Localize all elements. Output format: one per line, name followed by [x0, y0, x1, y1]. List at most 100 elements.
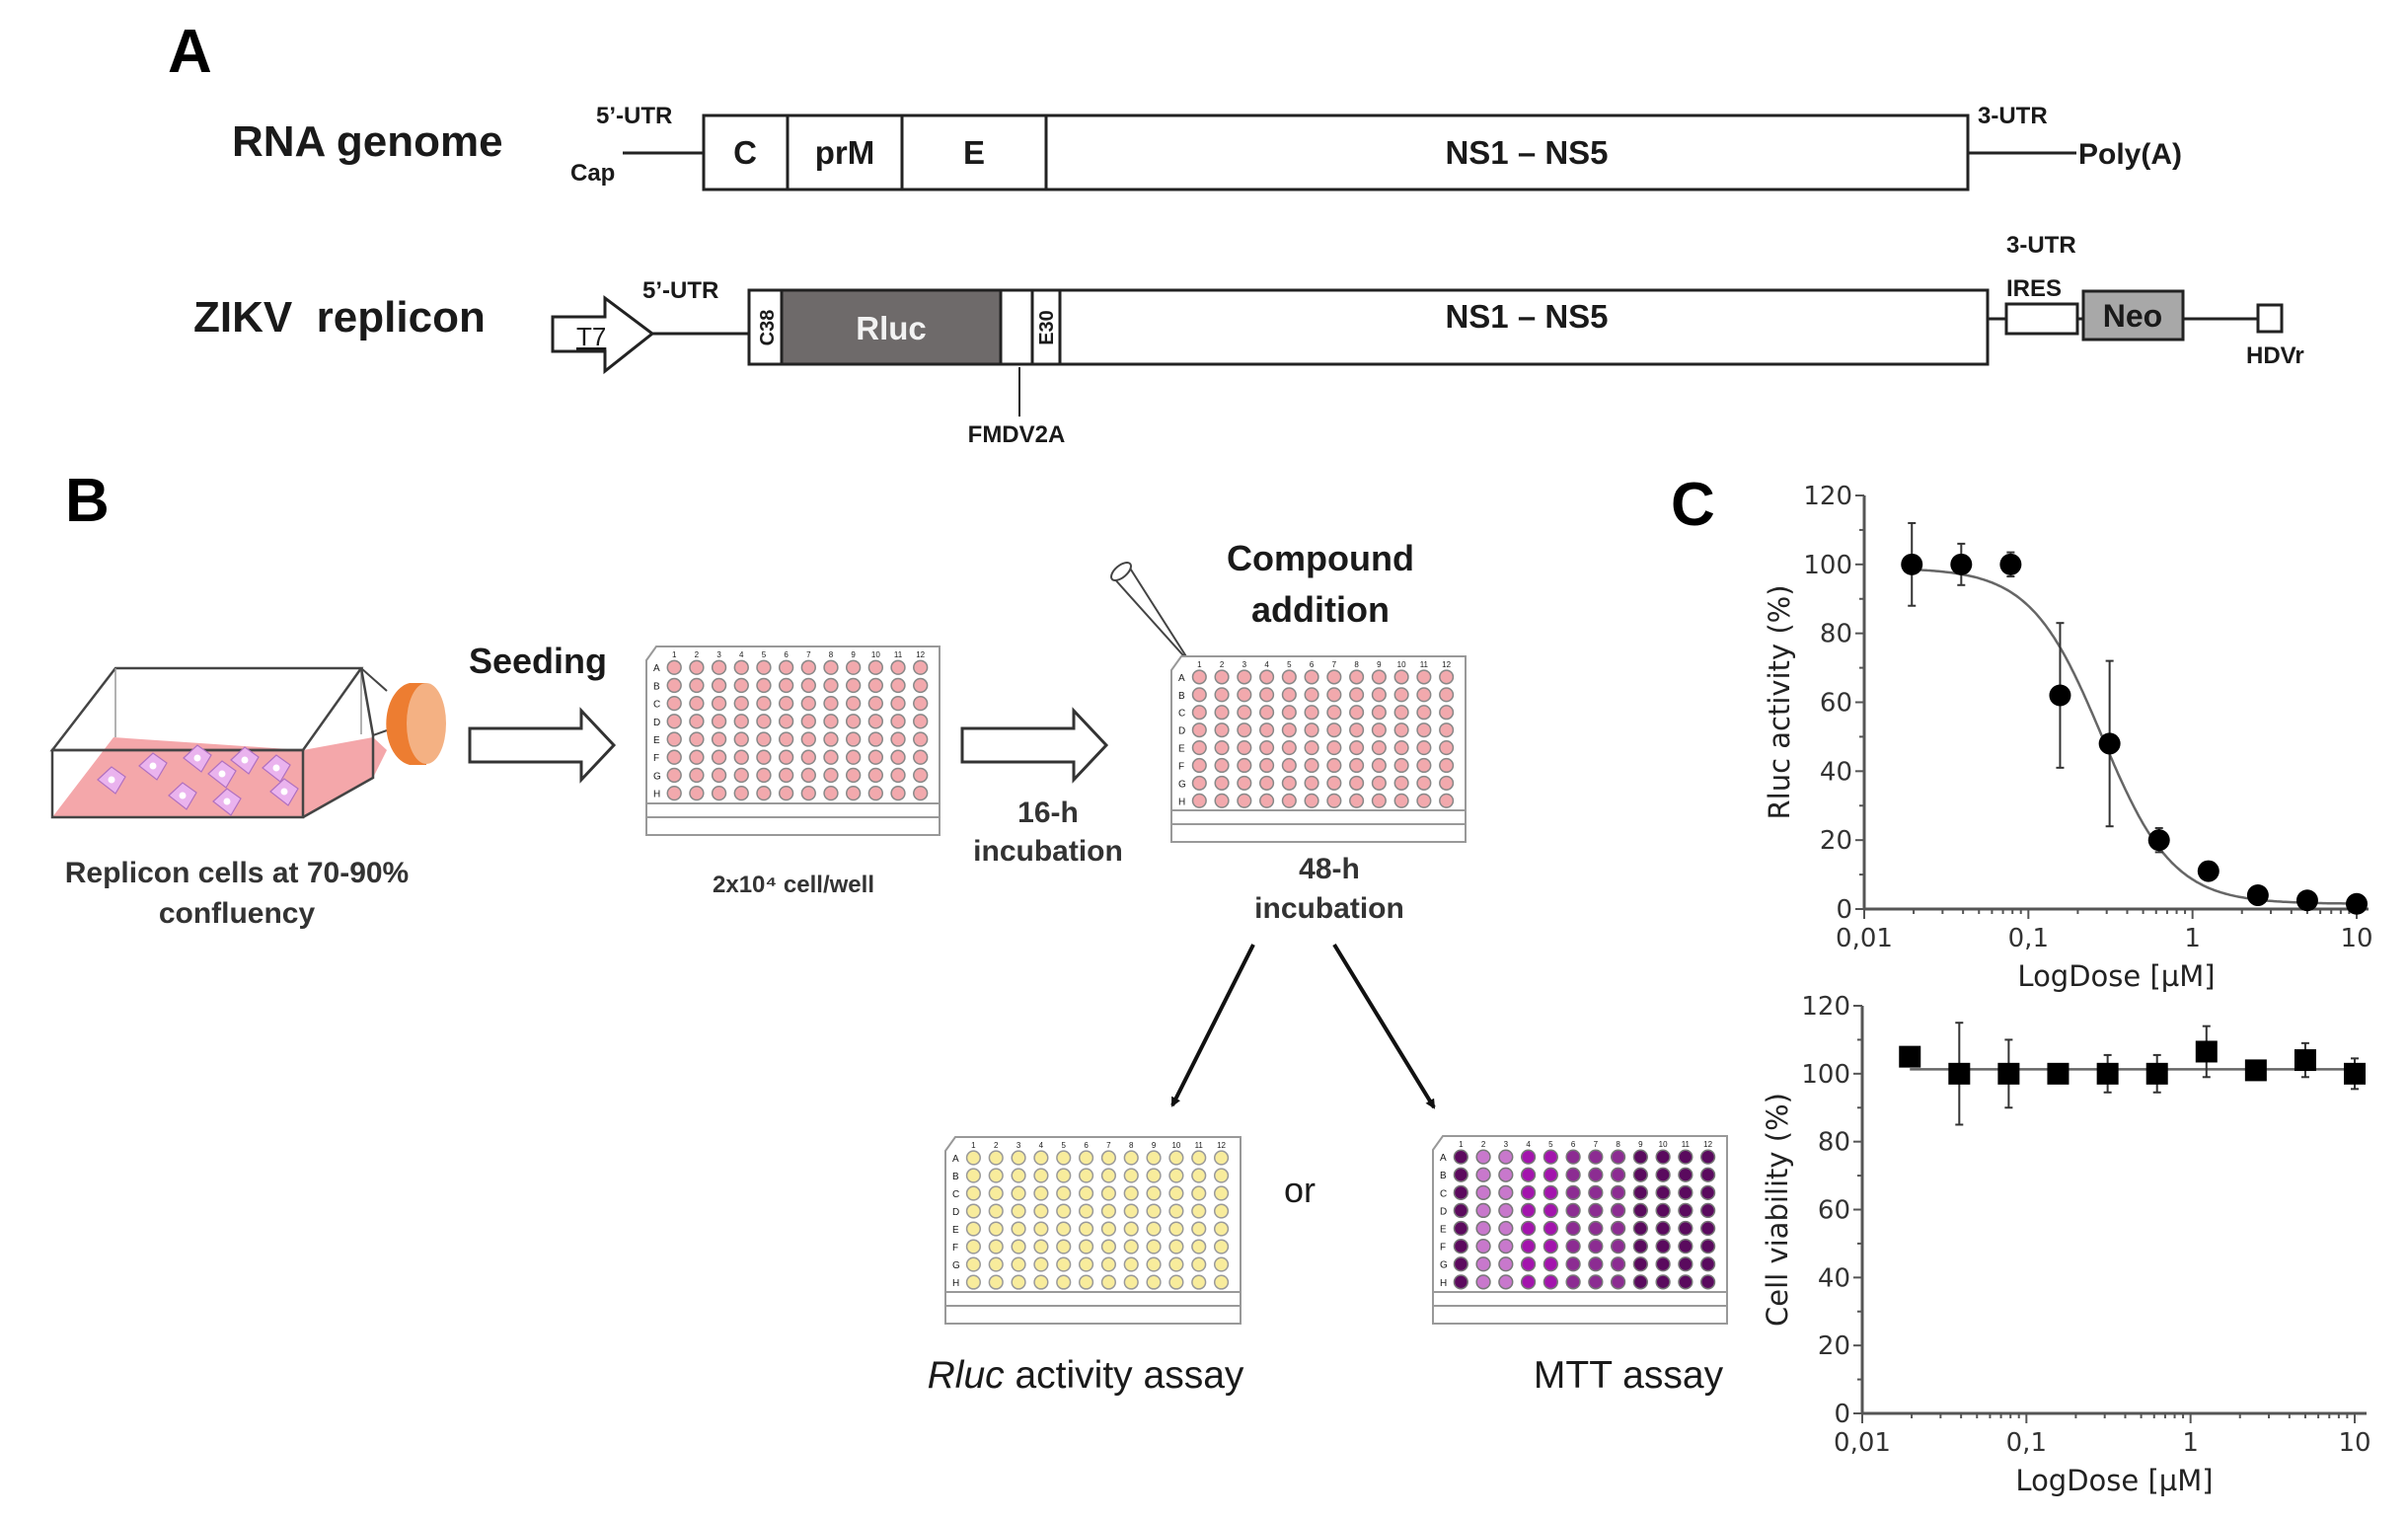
well: [1588, 1256, 1604, 1272]
well: [1011, 1168, 1026, 1183]
row-label: G: [1440, 1260, 1448, 1271]
well: [1439, 793, 1455, 808]
well: [1011, 1150, 1026, 1166]
well: [890, 785, 906, 801]
well: [988, 1239, 1004, 1254]
y-tick-label: 0: [1836, 895, 1852, 925]
well: [1304, 687, 1319, 703]
panel-c-label: C: [1671, 471, 1715, 539]
replicon-label: ZIKV replicon: [193, 293, 486, 342]
well: [1237, 739, 1252, 756]
well: [756, 677, 772, 694]
well: [1123, 1168, 1139, 1183]
well: [711, 767, 727, 784]
well: [1565, 1184, 1581, 1200]
well: [890, 714, 906, 729]
well: [1588, 1167, 1604, 1182]
well: [689, 749, 705, 765]
rna-genome-label: RNA genome: [232, 117, 503, 166]
well: [913, 677, 929, 694]
well: [1416, 722, 1432, 738]
well: [890, 677, 906, 694]
pipette-tip-icon: [1110, 562, 1192, 665]
well: [1191, 739, 1207, 756]
well: [1237, 793, 1252, 808]
cell-icon: [230, 746, 260, 775]
data-point: [1950, 553, 1973, 575]
well: [1416, 793, 1432, 808]
well: [711, 731, 727, 747]
replicon-map: ZIKV replicon T7 5’-UTR C38 Rluc E30 NS1…: [193, 232, 2304, 448]
row-label: H: [1178, 797, 1185, 807]
data-point: [2147, 829, 2170, 852]
well: [1453, 1202, 1468, 1219]
well: [689, 659, 705, 675]
well: [1655, 1274, 1671, 1290]
well: [1371, 722, 1387, 738]
well: [1610, 1274, 1626, 1290]
well: [1011, 1239, 1026, 1254]
y-axis-label: Cell viability (%): [1761, 1093, 1794, 1327]
well: [1349, 757, 1365, 774]
well: [1498, 1274, 1514, 1290]
well: [1700, 1167, 1716, 1182]
well: [1056, 1221, 1072, 1237]
fit-curve: [1912, 568, 2357, 905]
well: [756, 659, 772, 675]
well: [1011, 1221, 1026, 1237]
well: [1304, 722, 1319, 738]
well: [1543, 1202, 1558, 1219]
cell-icon: [97, 766, 126, 795]
well: [1011, 1256, 1026, 1272]
row-label: E: [1440, 1225, 1447, 1236]
well: [733, 714, 749, 729]
well: [1655, 1220, 1671, 1237]
well: [756, 785, 772, 801]
well: [1056, 1168, 1072, 1183]
well: [1678, 1167, 1693, 1182]
well: [988, 1150, 1004, 1166]
well: [1033, 1274, 1049, 1290]
data-point: [1901, 553, 1923, 575]
incubation48-line2: incubation: [1254, 892, 1404, 925]
well: [1123, 1256, 1139, 1272]
seeding-arrow-icon: [468, 707, 617, 784]
well: [1213, 1168, 1230, 1183]
polya-label: Poly(A): [2078, 138, 2182, 171]
well: [1078, 1203, 1094, 1219]
well: [1416, 705, 1432, 721]
row-label: F: [1178, 761, 1184, 772]
well: [1543, 1239, 1558, 1254]
well: [1655, 1239, 1671, 1254]
well: [1281, 722, 1297, 738]
well: [965, 1274, 981, 1290]
cell-icon: [207, 760, 237, 789]
well: [1326, 757, 1342, 774]
well: [1565, 1167, 1581, 1182]
well: [778, 767, 794, 784]
well: [1439, 722, 1455, 738]
well: [666, 714, 682, 729]
well: [1475, 1274, 1491, 1290]
well: [1393, 669, 1409, 685]
well: [1520, 1149, 1537, 1165]
well: [1056, 1256, 1072, 1272]
well: [1281, 687, 1297, 703]
column-label: 4: [739, 650, 744, 659]
data-point: [2098, 732, 2121, 755]
well: [823, 767, 839, 784]
well: [1213, 1221, 1230, 1237]
well: [1237, 775, 1252, 791]
column-label: 2: [1220, 660, 1225, 669]
well: [1632, 1274, 1648, 1290]
cap-label: Cap: [570, 160, 615, 187]
well: [1213, 1256, 1230, 1272]
cell-icon: [212, 788, 242, 816]
well: [1565, 1149, 1581, 1165]
well: [1371, 739, 1387, 756]
well: [988, 1274, 1004, 1290]
well: [867, 749, 883, 765]
well: [711, 785, 727, 801]
well: [1011, 1274, 1026, 1290]
well: [1033, 1239, 1049, 1254]
